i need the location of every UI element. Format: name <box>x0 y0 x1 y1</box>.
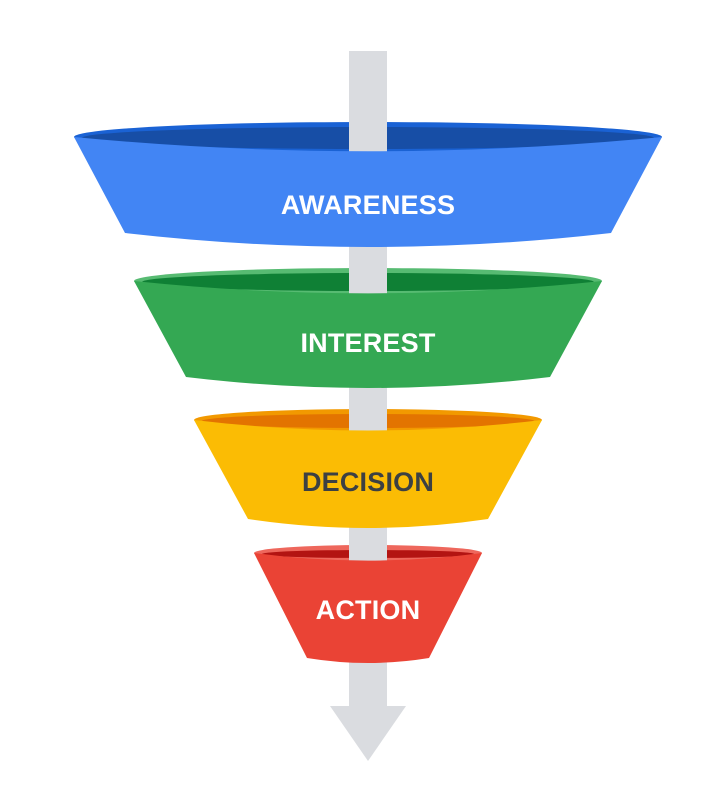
funnel-body <box>194 420 542 528</box>
funnel-body <box>74 137 662 247</box>
funnel-stage-awareness: AWARENESS <box>74 120 662 247</box>
pole-segment <box>349 407 387 431</box>
funnel-stage-action: ACTION <box>254 543 482 663</box>
stage-label: INTEREST <box>300 328 435 358</box>
stage-label: AWARENESS <box>281 190 455 220</box>
funnel-body <box>134 281 602 388</box>
funnel-body <box>254 553 482 663</box>
stage-label: ACTION <box>316 595 421 625</box>
funnel-stage-decision: DECISION <box>194 407 542 528</box>
funnel-stage-interest: INTEREST <box>134 266 602 388</box>
pole-segment <box>349 120 387 152</box>
pole-segment <box>349 543 387 561</box>
pole-segment <box>349 266 387 294</box>
stage-label: DECISION <box>302 467 434 497</box>
down-arrow-icon <box>330 706 406 761</box>
